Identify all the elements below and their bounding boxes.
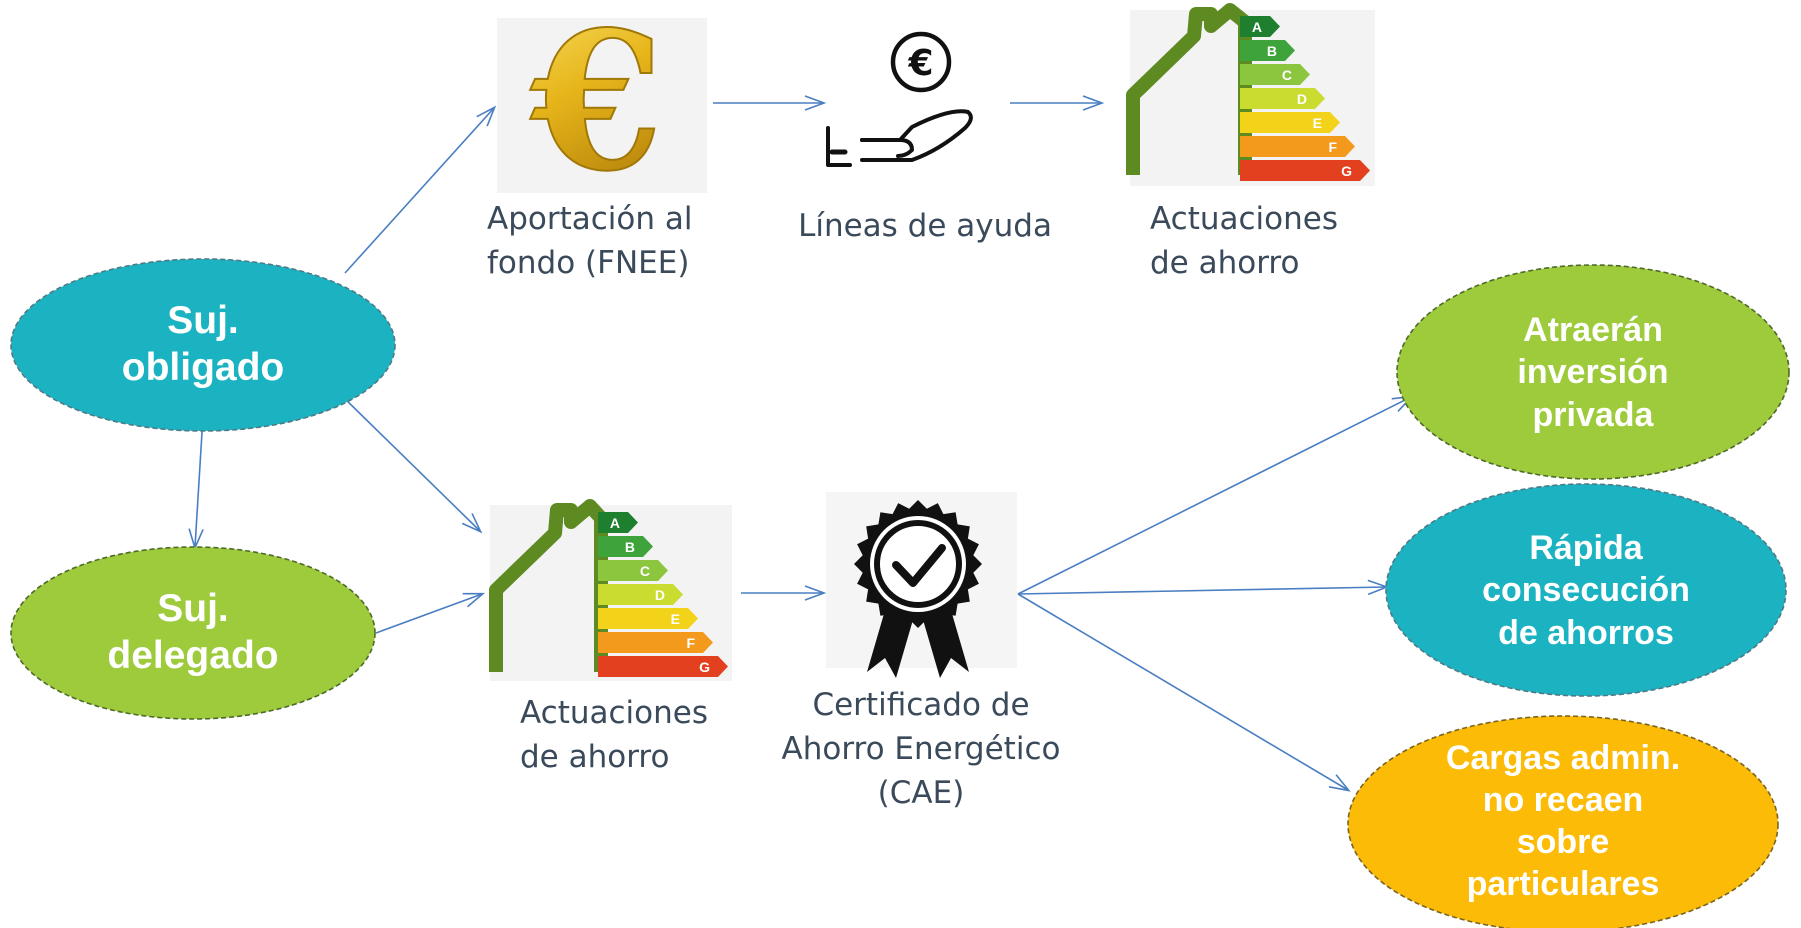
arrow-certificado-to-cargas [1017,593,1348,790]
energy-bar-label-b: B [625,539,635,555]
energy-bar-label-f: F [1328,139,1337,155]
energy-bar-label-c: C [1282,67,1292,83]
energy-bar-b [1240,40,1295,61]
svg-text:€: € [530,0,663,213]
energy-bar-d [1240,88,1325,109]
node-rapida: Rápida consecución de ahorros [1482,528,1690,652]
energy-bar-a [1240,16,1280,37]
energy-bar-d [598,584,683,605]
energy-bar-a [598,512,638,533]
arrow-obligado-to-aportacion [344,108,494,274]
caption-certificado: Certificado de Ahorro Energético (CAE) [781,687,1061,812]
energy-bar-label-e: E [1313,115,1322,131]
node-suj-obligado-shape [10,258,396,432]
energy-bar-label-g: G [699,659,710,675]
ellipse-nodes [10,258,1790,928]
energy-bar-label-a: A [610,515,620,531]
energy-bar-label-e: E [671,611,680,627]
node-suj-delegado: Suj. delegado [107,587,279,677]
node-atraeran-shape [1396,264,1790,480]
energy-bar-f [598,632,713,653]
arrow-certificado-to-rapida [1017,587,1386,594]
energy-bar-c [598,560,668,581]
caption-actuaciones-bottom: Actuaciones de ahorro [520,695,708,776]
caption-aportacion: Aportación al fondo (FNEE) [487,201,693,282]
energy-bar-label-b: B [1267,43,1277,59]
energy-bar-f [1240,136,1355,157]
energy-bar-label-d: D [1297,91,1307,107]
energy-bar-label-d: D [655,587,665,603]
energy-bar-e [598,608,698,629]
arrow-delegado-to-actuaciones [375,594,482,634]
caption-lineas: Líneas de ayuda [798,208,1052,244]
arrow-obligado-to-actuaciones [339,393,480,531]
energy-bar-e [1240,112,1340,133]
arrows [195,103,1411,790]
energy-bar-label-a: A [1252,19,1262,35]
node-rapida-shape [1385,483,1787,697]
node-cargas-shape [1347,715,1779,928]
euro-coin-icon: € [497,0,707,214]
arrow-certificado-to-atraeran [1017,397,1411,595]
energy-bar-label-g: G [1341,163,1352,179]
node-cargas: Cargas admin. no recaen sobre particular… [1445,739,1681,903]
caption-actuaciones-top: Actuaciones de ahorro [1150,201,1338,282]
energy-bar-label-c: C [640,563,650,579]
energy-bar-label-f: F [686,635,695,651]
arrow-obligado-to-delegado [195,415,203,547]
node-suj-delegado-shape [10,546,376,720]
certified-badge-icon [826,492,1017,678]
energy-bar-g [598,656,728,677]
hand-euro-icon: € [826,31,973,167]
node-suj-obligado: Suj. obligado [121,299,285,389]
energy-bar-c [1240,64,1310,85]
svg-text:€: € [907,43,933,84]
energy-bar-g [1240,160,1370,181]
energy-bar-b [598,536,653,557]
node-atraeran: Atraerán inversión privada [1517,310,1669,434]
